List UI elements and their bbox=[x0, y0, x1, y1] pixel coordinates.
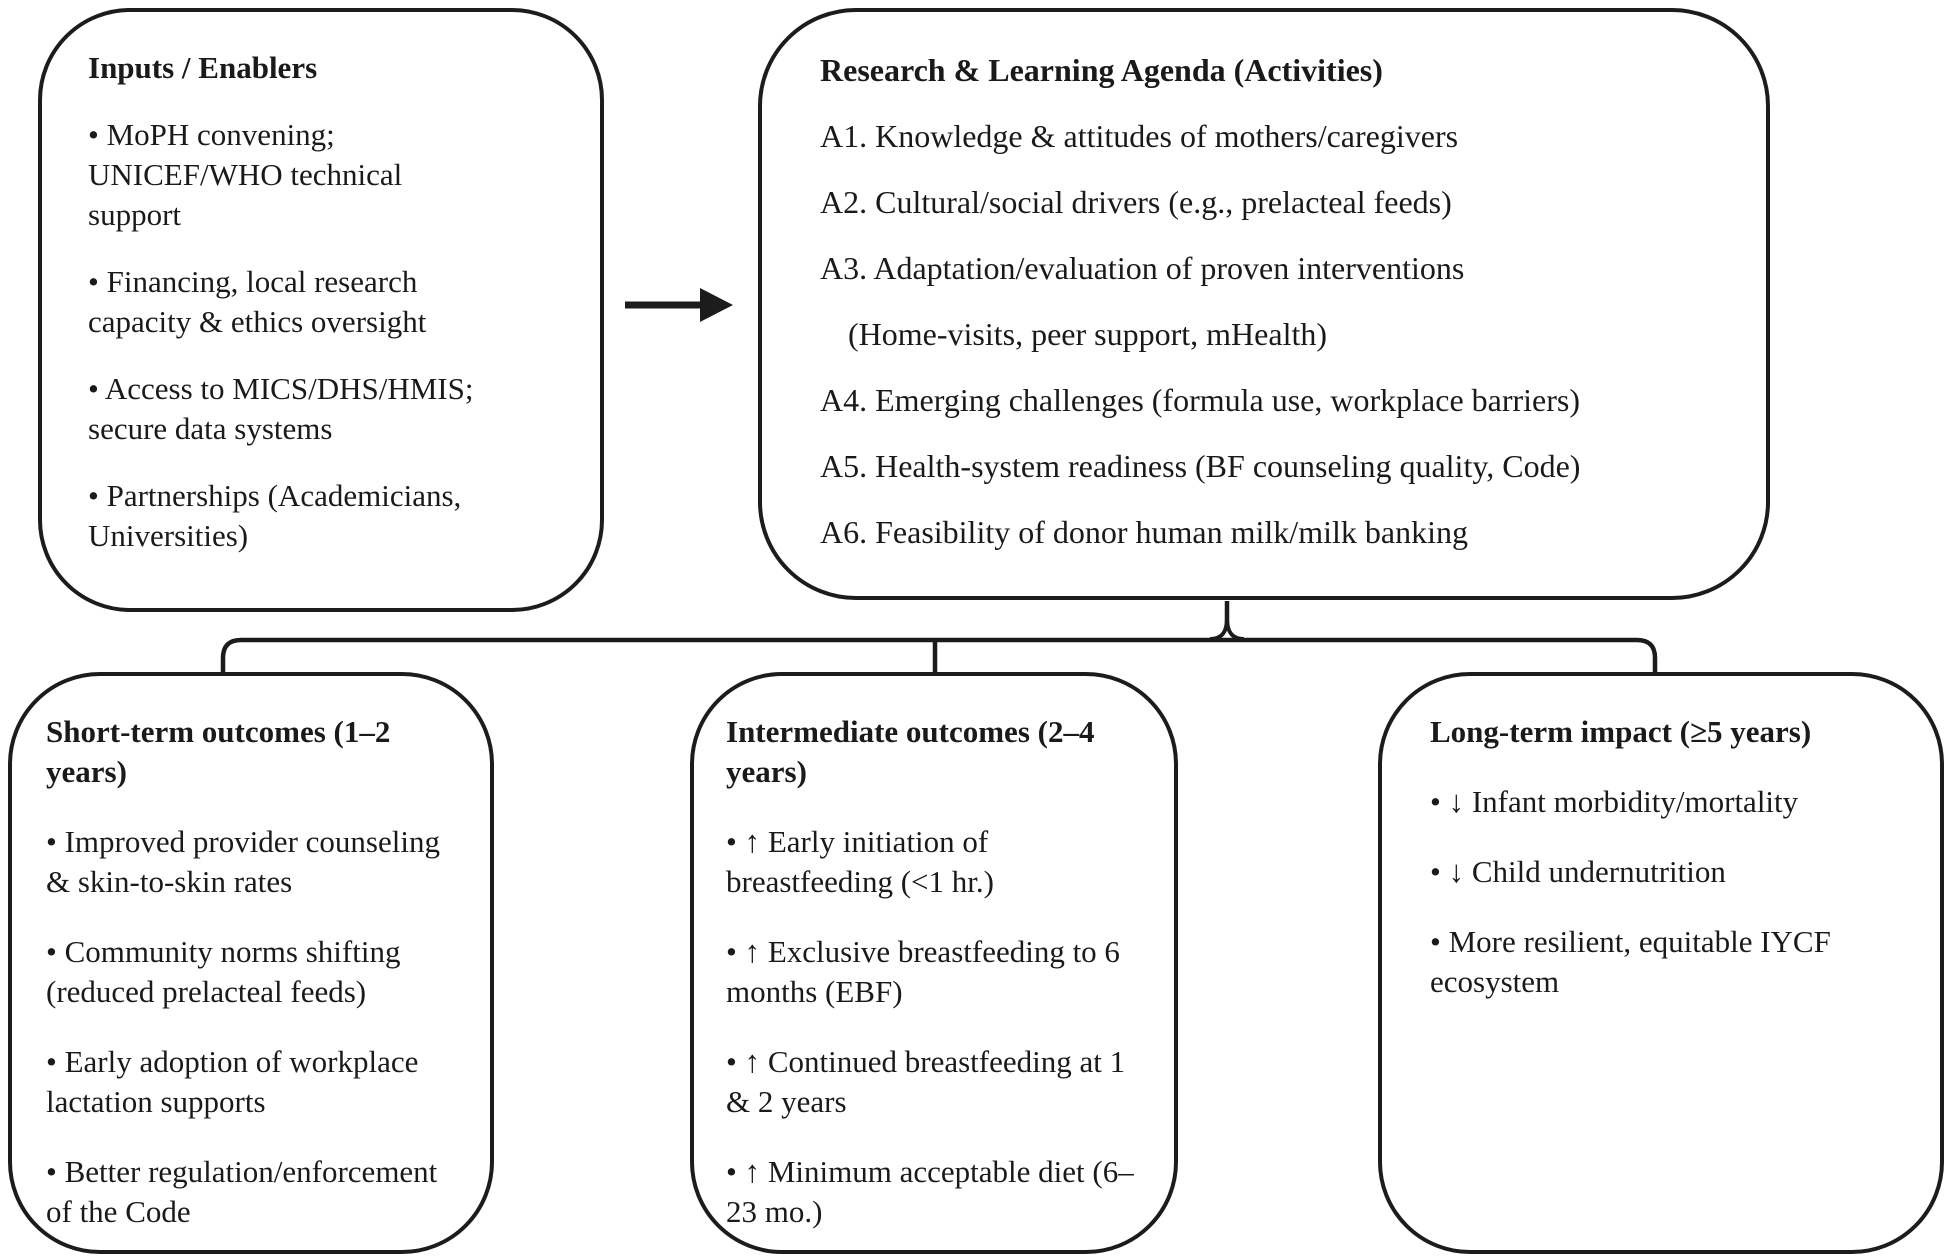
bullet-item: • Community norms shifting (reduced prel… bbox=[46, 934, 401, 1009]
activity-item-continuation: (Home-visits, peer support, mHealth) bbox=[848, 316, 1327, 352]
bullet-item: • ↑ Exclusive breastfeeding to 6 months … bbox=[726, 934, 1120, 1009]
activity-item: A4. Emerging challenges (formula use, wo… bbox=[820, 382, 1581, 418]
bullet-item: • ↑ Continued breastfeeding at 1 & 2 yea… bbox=[726, 1044, 1126, 1119]
research-learning-agenda-box: Research & Learning Agenda (Activities) … bbox=[758, 8, 1770, 600]
bullet-item: • ↑ Early initiation of breastfeeding (<… bbox=[726, 824, 994, 899]
inputs-enablers-box: Inputs / Enablers • MoPH convening; UNIC… bbox=[38, 8, 604, 612]
bullet-item: • ↑ Minimum acceptable diet (6– 23 mo.) bbox=[726, 1154, 1134, 1229]
short-term-outcomes-box: Short-term outcomes (1–2 years) • Improv… bbox=[8, 672, 494, 1254]
activity-item: A6. Feasibility of donor human milk/milk… bbox=[820, 514, 1468, 550]
activity-item: A5. Health-system readiness (BF counseli… bbox=[820, 448, 1581, 484]
short-term-box-title: Short-term outcomes (1–2 years) bbox=[46, 714, 391, 789]
bullet-item: • MoPH convening; UNICEF/WHO technical s… bbox=[88, 117, 403, 232]
bullet-item: • ↓ Infant morbidity/mortality bbox=[1430, 784, 1799, 819]
bullet-item: • Partnerships (Academicians, Universiti… bbox=[88, 478, 462, 553]
bullet-item: • Early adoption of workplace lactation … bbox=[46, 1044, 419, 1119]
bullet-item: • Access to MICS/DHS/HMIS; secure data s… bbox=[88, 371, 474, 446]
long-term-box-title: Long-term impact (≥5 years) bbox=[1430, 714, 1812, 749]
outcomes-bracket bbox=[220, 637, 1658, 674]
bullet-item: • Better regulation/enforcement of the C… bbox=[46, 1154, 438, 1229]
intermediate-box-title: Intermediate outcomes (2–4 years) bbox=[726, 714, 1095, 789]
research-to-outcomes-stem bbox=[1209, 601, 1245, 641]
activity-item: A1. Knowledge & attitudes of mothers/car… bbox=[820, 118, 1459, 154]
research-box-title: Research & Learning Agenda (Activities) bbox=[820, 52, 1383, 88]
long-term-impact-box: Long-term impact (≥5 years) • ↓ Infant m… bbox=[1378, 672, 1944, 1254]
bullet-item: • More resilient, equitable IYCF ecosyst… bbox=[1430, 924, 1831, 999]
activity-item: A2. Cultural/social drivers (e.g., prela… bbox=[820, 184, 1452, 220]
flow-arrow bbox=[625, 288, 733, 322]
bullet-item: • Improved provider counseling & skin-to… bbox=[46, 824, 440, 899]
intermediate-outcomes-box: Intermediate outcomes (2–4 years) • ↑ Ea… bbox=[690, 672, 1178, 1254]
bullet-item: • ↓ Child undernutrition bbox=[1430, 854, 1726, 889]
bullet-item: • Financing, local research capacity & e… bbox=[88, 264, 427, 339]
inputs-box-title: Inputs / Enablers bbox=[88, 50, 318, 85]
activity-item: A3. Adaptation/evaluation of proven inte… bbox=[820, 250, 1465, 286]
